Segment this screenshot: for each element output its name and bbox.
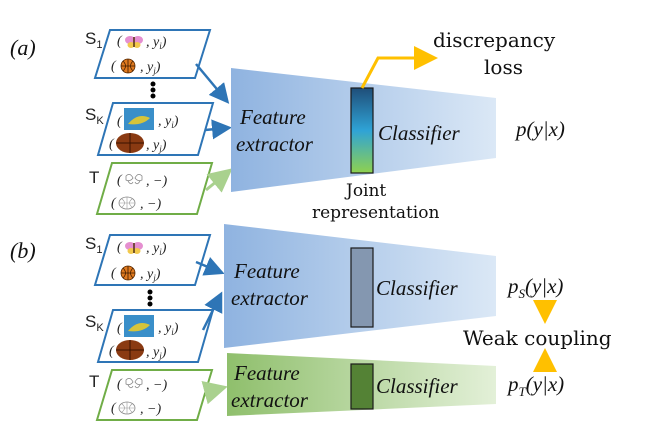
svg-text:(: (	[111, 59, 117, 74]
svg-text:S1: S1	[85, 29, 102, 51]
svg-text:, yj): , yj)	[146, 138, 167, 154]
classifier-label-b-source: Classifier	[376, 276, 459, 300]
svg-text:(: (	[117, 34, 123, 49]
output-source-label: pS(y|x)	[506, 274, 563, 301]
arrow-sk-to-source-extractor	[201, 291, 223, 331]
svg-text:, −): , −)	[140, 197, 161, 212]
svg-text:, yj): , yj)	[140, 267, 161, 283]
svg-text:, yj): , yj)	[140, 60, 161, 76]
basketball-image	[120, 265, 136, 281]
discrepancy-arrow	[360, 46, 438, 89]
source-domain-card-1-b: S1 ( , yi) ( , yj)	[85, 234, 212, 286]
svg-text:T: T	[89, 168, 99, 187]
source-domain-card-k-b: SK ( , yi) ( , yj)	[85, 309, 215, 363]
ellipsis-dots	[150, 81, 156, 99]
svg-text:, yi): , yi)	[158, 321, 179, 337]
ball-sketch	[118, 401, 136, 415]
classifier-label-a: Classifier	[378, 121, 461, 145]
basketball-image	[120, 58, 136, 74]
svg-text:T: T	[89, 372, 99, 391]
svg-text:SK: SK	[85, 312, 104, 334]
arrow-t-to-target-extractor	[201, 381, 228, 405]
output-target-label: pT(y|x)	[506, 372, 564, 399]
target-domain-card: T ( , −) ( , −)	[89, 162, 214, 215]
svg-text:, yi): , yi)	[146, 241, 167, 257]
panel-b-label: (b)	[10, 238, 36, 263]
svg-text:(: (	[111, 266, 117, 281]
arrow-s1-to-extractor	[195, 63, 230, 104]
svg-text:(: (	[109, 344, 115, 359]
svg-text:(: (	[117, 321, 123, 336]
arrow-s1-to-source-extractor	[195, 257, 225, 276]
svg-text:, yi): , yi)	[146, 35, 167, 51]
source-domain-card-1: S1 ( , yi) ( , yj)	[85, 29, 212, 79]
arrow-t-to-extractor	[205, 168, 233, 193]
svg-text:(: (	[117, 377, 123, 392]
svg-text:S1: S1	[85, 234, 102, 256]
ellipsis-dots-b	[147, 289, 153, 307]
joint-representation-bar	[350, 87, 374, 174]
svg-text:(: (	[117, 173, 123, 188]
svg-text:, −): , −)	[146, 378, 167, 393]
svg-text:SK: SK	[85, 105, 104, 127]
source-domain-card-k: SK ( , yi) ( , yj)	[85, 102, 215, 156]
svg-text:(: (	[111, 401, 117, 416]
source-bottleneck-bar	[350, 247, 374, 328]
classifier-label-b-target: Classifier	[376, 374, 459, 398]
target-domain-card-b: T ( , −) ( , −)	[89, 369, 214, 421]
weak-coupling-label: Weak coupling	[463, 326, 612, 350]
target-bottleneck-bar	[350, 363, 374, 410]
svg-text:(: (	[109, 137, 115, 152]
output-label-a: p(y|x)	[514, 117, 565, 141]
ball-sketch	[118, 196, 136, 210]
svg-text:(: (	[117, 240, 123, 255]
svg-text:, −): , −)	[146, 174, 167, 189]
svg-text:, yj): , yj)	[146, 345, 167, 361]
panel-a-label: (a)	[10, 35, 36, 60]
svg-text:, yi): , yi)	[158, 114, 179, 130]
svg-text:(: (	[117, 114, 123, 129]
svg-text:, −): , −)	[140, 402, 161, 417]
arrow-sk-to-extractor	[204, 119, 232, 140]
svg-text:(: (	[111, 196, 117, 211]
